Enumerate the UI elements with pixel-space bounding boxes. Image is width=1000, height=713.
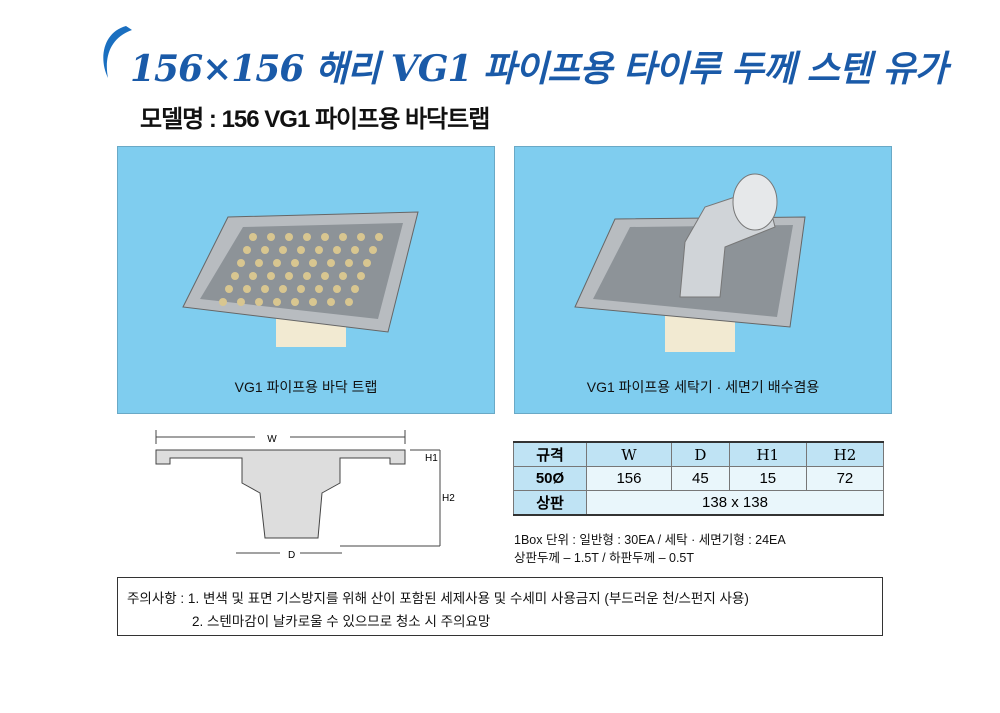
drain-hole <box>327 298 335 306</box>
drain-hole <box>219 298 227 306</box>
note-2: 2. 스텐마감이 날카로울 수 있으므로 청소 시 주의요망 <box>192 614 491 629</box>
h1-label: H1 <box>425 453 438 464</box>
product-photo-floor-trap: VG1 파이프용 바닥 트랩 <box>117 146 495 414</box>
header-cell: D <box>670 441 730 467</box>
drain-hole <box>315 246 323 254</box>
floor-trap-image <box>182 211 419 347</box>
thickness-info: 상판두께 – 1.5T / 하판두께 – 0.5T <box>514 551 695 565</box>
cell: 15 <box>728 466 807 491</box>
drain-hole <box>255 298 263 306</box>
drain-hole <box>249 233 257 241</box>
cell: 156 <box>586 466 672 491</box>
header-cell: H1 <box>728 441 807 467</box>
drain-hole <box>237 259 245 267</box>
drain-hole <box>261 246 269 254</box>
drain-hole <box>345 298 353 306</box>
drain-hole <box>333 246 341 254</box>
drain-hole <box>303 272 311 280</box>
drain-hole <box>285 272 293 280</box>
cell: 72 <box>805 466 885 491</box>
drain-hole <box>351 285 359 293</box>
cell: 상판 <box>513 490 587 516</box>
drain-hole <box>225 285 233 293</box>
w-label: W <box>267 434 277 445</box>
drain-hole <box>273 259 281 267</box>
table-row: 상판 138 x 138 <box>513 490 884 516</box>
drain-hole <box>243 285 251 293</box>
drain-hole <box>321 233 329 241</box>
drain-hole <box>261 285 269 293</box>
dimension-diagram: W H1 H2 D <box>155 430 455 561</box>
drain-hole <box>267 272 275 280</box>
drain-hole <box>255 259 263 267</box>
drain-hole <box>291 298 299 306</box>
drain-hole <box>357 233 365 241</box>
drain-hole <box>339 272 347 280</box>
drain-hole <box>363 259 371 267</box>
spec-table: 규격 W D H1 H2 50Ø 156 45 15 72 상판 138 x 1… <box>513 441 885 516</box>
drain-hole <box>267 233 275 241</box>
drain-hole <box>285 233 293 241</box>
note-1: 주의사항 : 1. 변색 및 표면 기스방지를 위해 산이 포함된 세제사용 및… <box>127 591 749 606</box>
drain-hole <box>339 233 347 241</box>
drain-hole <box>369 246 377 254</box>
product-caption: VG1 파이프용 바닥 트랩 <box>234 379 378 395</box>
drain-hole <box>315 285 323 293</box>
drain-hole <box>333 285 341 293</box>
header-cell: H2 <box>805 441 885 467</box>
drain-hole <box>375 233 383 241</box>
cell: 138 x 138 <box>586 490 884 516</box>
header-cell: 규격 <box>513 441 587 467</box>
page-title: 156×156 해리 VG1 파이프용 타이루 두께 스텐 유가 <box>130 48 948 90</box>
drain-hole <box>309 298 317 306</box>
drain-hole <box>273 298 281 306</box>
drain-hole <box>297 285 305 293</box>
table-header-row: 규격 W D H1 H2 <box>513 441 885 467</box>
drain-hole <box>351 246 359 254</box>
washer-trap-image <box>574 173 806 352</box>
product-photo-washer-trap: VG1 파이프용 세탁기 · 세면기 배수겸용 <box>514 146 892 414</box>
drain-hole <box>297 246 305 254</box>
drain-hole <box>309 259 317 267</box>
drain-hole <box>243 246 251 254</box>
h2-label: H2 <box>442 493 455 504</box>
cell: 50Ø <box>513 466 587 491</box>
drain-hole <box>279 285 287 293</box>
drain-hole <box>345 259 353 267</box>
drain-hole <box>303 233 311 241</box>
d-label: D <box>288 550 295 561</box>
drain-hole <box>249 272 257 280</box>
drain-hole <box>237 298 245 306</box>
drain-hole <box>279 246 287 254</box>
header-cell: W <box>586 441 672 467</box>
drain-hole <box>357 272 365 280</box>
model-name: 모델명 : 156 VG1 파이프용 바닥트랩 <box>140 106 490 133</box>
logo-swoosh-icon <box>103 26 132 78</box>
drain-hole <box>321 272 329 280</box>
product-caption: VG1 파이프용 세탁기 · 세면기 배수겸용 <box>586 379 820 395</box>
drain-hole <box>291 259 299 267</box>
table-row: 50Ø 156 45 15 72 <box>513 466 885 491</box>
box-unit-info: 1Box 단위 : 일반형 : 30EA / 세탁 · 세면기형 : 24EA <box>514 533 786 547</box>
drain-hole <box>327 259 335 267</box>
drain-hole <box>231 272 239 280</box>
caution-notes: 주의사항 : 1. 변색 및 표면 기스방지를 위해 산이 포함된 세제사용 및… <box>117 577 883 636</box>
cell: 45 <box>670 466 730 491</box>
